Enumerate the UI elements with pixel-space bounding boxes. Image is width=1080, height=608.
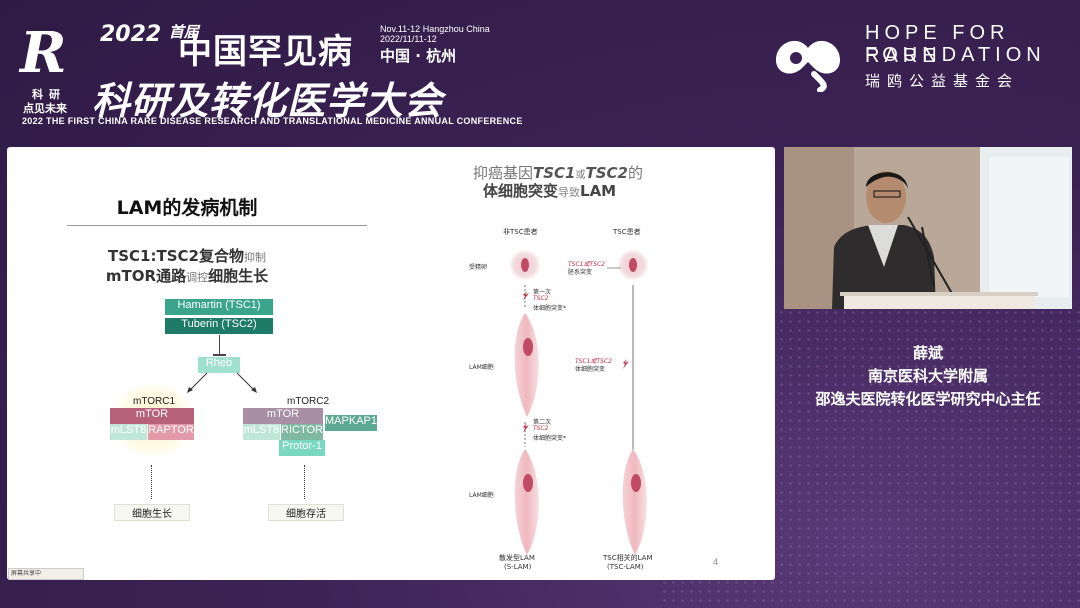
speaker-info: 薛斌 南京医科大学附属 邵逸夫医院转化医学研究中心主任 xyxy=(784,342,1072,411)
speaker-name: 薛斌 xyxy=(912,344,943,362)
heading1-main: TSC1:TSC2复合物 xyxy=(108,247,244,265)
conference-subtitle: 2022 THE FIRST CHINA RARE DISEASE RESEAR… xyxy=(22,116,523,126)
speaker-video-frame xyxy=(784,147,1072,309)
rt1-b: TSC1 xyxy=(533,164,576,182)
heading2-a: mTOR通路 xyxy=(105,267,187,285)
logo-text-1: 科研 xyxy=(32,88,66,101)
mtorc1-mtor-box: mTOR xyxy=(110,408,194,424)
conference-title-line2: 科研及转化医学大会 xyxy=(92,79,444,123)
label-hit2-c: 体细胞突变* xyxy=(533,435,567,442)
title-divider xyxy=(67,225,367,226)
slide-heading-2: mTOR通路调控细胞生长 xyxy=(7,265,367,286)
foundation-name-cn: 瑞鸥公益基金会 xyxy=(865,72,1020,90)
label-hit1-a: 第一次 xyxy=(533,289,552,296)
column-non-tsc: 非TSC患者 xyxy=(503,228,538,236)
label-tsc-lam-a: TSC相关的LAM xyxy=(603,554,653,562)
label-lam-cell-1: LAM细胞 xyxy=(469,364,494,371)
cell-survival-output: 细胞存活 xyxy=(268,504,344,521)
tuberin-box: Tuberin (TSC2) xyxy=(165,318,273,334)
label-tsc-germline-b: 胚系突变 xyxy=(568,269,593,276)
right-title-line2: 体细胞突变导致LAM xyxy=(483,180,616,201)
mapkap1-box: MAPKAP1 xyxy=(325,415,377,431)
year-text: 2022 xyxy=(100,22,162,47)
inhibit-line xyxy=(219,335,220,355)
conference-date-en: Nov.11-12 Hangzhou China xyxy=(380,24,490,34)
growth-arrow xyxy=(151,465,152,499)
rt1-d: TSC2 xyxy=(585,164,628,182)
mtorc2-label: mTORC2 xyxy=(287,396,330,407)
label-s-lam-b: (S-LAM) xyxy=(504,563,532,571)
foundation-name-en1: HOPE FOR RARE xyxy=(865,22,1010,67)
screen-share-bar[interactable]: 屏幕共享中 xyxy=(8,568,84,580)
slide-title: LAM的发病机制 xyxy=(116,197,258,219)
speaker-video xyxy=(784,147,1072,309)
right-title-line1: 抑癌基因TSC1或TSC2的 xyxy=(473,162,643,183)
screen-share-text: 屏幕共享中 xyxy=(11,570,42,577)
label-egg: 受精卵 xyxy=(469,264,488,271)
label-tsc-somatic-b: 体细胞突变 xyxy=(575,366,606,373)
mtorc1-mlst8-box: mLST8 xyxy=(110,424,147,440)
presentation-slide: LAM的发病机制 TSC1:TSC2复合物抑制 mTOR通路调控细胞生长 Ham… xyxy=(7,147,775,580)
survival-arrow xyxy=(304,465,305,499)
conference-date: 2022/11/11-12 xyxy=(380,34,437,44)
heading1-small: 抑制 xyxy=(243,251,266,264)
rt1-a: 抑癌基因 xyxy=(473,164,534,182)
label-tsc-somatic-a: TSC1或TSC2 xyxy=(575,358,612,365)
foundation-name-en2: FOUNDATION xyxy=(865,44,1046,66)
heading2-small: 调控 xyxy=(186,271,209,284)
cell-growth-output: 细胞生长 xyxy=(114,504,190,521)
edition-text: 首届 xyxy=(168,23,199,41)
column-tsc: TSC患者 xyxy=(613,228,641,236)
label-hit2-b: TSC2 xyxy=(533,425,549,432)
mtorc1-label: mTORC1 xyxy=(133,396,176,407)
label-hit2-a: 第二次 xyxy=(533,419,552,426)
rt2-a: 体细胞突变 xyxy=(483,182,559,200)
foundation-logo-icon xyxy=(776,40,840,92)
speaker-affiliation-1: 南京医科大学附属 xyxy=(867,367,988,385)
mtorc2-mlst8-box: mLST8 xyxy=(243,424,280,440)
speaker-affiliation-2: 邵逸夫医院转化医学研究中心主任 xyxy=(815,390,1041,408)
label-hit1-c: 体细胞突变* xyxy=(533,305,567,312)
protor-box: Protor-1 xyxy=(279,440,325,456)
label-s-lam-a: 散发型LAM xyxy=(499,554,535,562)
rt1-e: 的 xyxy=(627,164,643,182)
heading2-b: 细胞生长 xyxy=(208,267,269,285)
rt2-c: LAM xyxy=(580,182,617,200)
label-lam-cell-2: LAM细胞 xyxy=(469,492,494,499)
label-tsc-germline-a: TSC1或TSC2 xyxy=(568,261,605,268)
conference-title-line1: 中国罕见病 xyxy=(178,32,353,72)
rt2-b: 导致 xyxy=(558,186,581,199)
slide-heading-1: TSC1:TSC2复合物抑制 xyxy=(7,245,367,266)
rheb-box: Rheb xyxy=(198,357,240,373)
rt1-c: 或 xyxy=(575,170,586,181)
lam-diagram xyxy=(509,249,649,555)
logo-letter: R xyxy=(20,20,67,86)
mtorc2-mtor-box: mTOR xyxy=(243,408,323,424)
logo-text-2: 点见未来 xyxy=(23,102,67,115)
conference-year: 2022 首届 xyxy=(100,23,199,46)
hamartin-box: Hamartin (TSC1) xyxy=(165,299,273,315)
raptor-box: RAPTOR xyxy=(148,424,194,440)
label-tsc-lam-b: (TSC-LAM) xyxy=(607,563,644,571)
rictor-box: RICTOR xyxy=(281,424,323,440)
page-number: 4 xyxy=(713,557,719,567)
rheb-arrows xyxy=(187,372,257,393)
conference-logo: R 科研 点见未来 xyxy=(16,20,78,115)
label-hit1-b: TSC2 xyxy=(533,295,549,302)
conference-city: 中国 · 杭州 xyxy=(380,47,457,65)
inhibit-bar xyxy=(213,354,226,356)
